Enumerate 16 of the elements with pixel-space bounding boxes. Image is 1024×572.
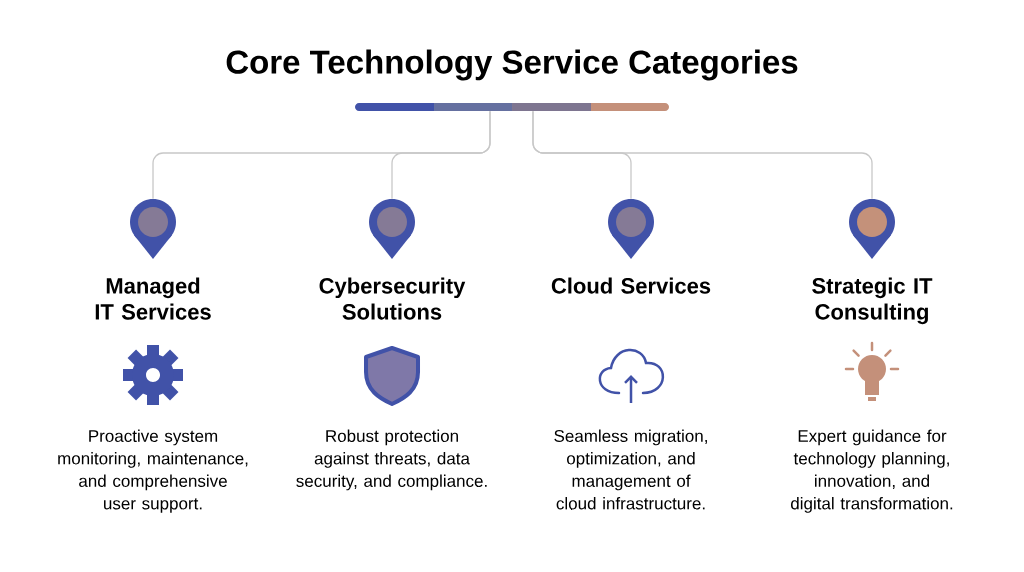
description: Expert guidance for technology planning, innovation, and digital transformation. [791,429,953,513]
heading: Cybersecurity Solutions [319,277,466,320]
heading: Cloud Services [551,277,711,294]
heading: Managed IT Services [95,277,211,320]
heading: Strategic IT Consulting [812,277,933,325]
map-pin [608,199,654,259]
map-pin [369,199,415,259]
map-pin [849,199,895,259]
map-pin [130,199,176,259]
title: Core Technology Service Categories [226,49,798,81]
connector [391,110,491,200]
description: Robust protection against threats, data security, and compliance. [296,429,487,491]
description: Seamless migration, optimization, and management of cloud infrastructure. [554,429,707,510]
description: Proactive system monitoring, maintenance, and comprehensive user support. [58,429,248,513]
connector [532,110,873,200]
gradient-bar [355,103,669,111]
